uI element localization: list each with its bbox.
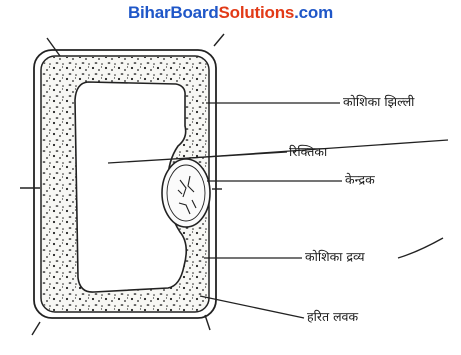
nucleus-shape	[162, 159, 210, 227]
leader-cytoplasm-tail	[398, 238, 443, 258]
label-cell-membrane: कोशिका झिल्ली	[343, 96, 414, 109]
label-cytoplasm: कोशिका द्रव्य	[305, 251, 365, 264]
label-vacuole: रिक्तिका	[289, 146, 327, 159]
label-nucleus: केन्द्रक	[345, 174, 375, 187]
label-chloroplast: हरित लवक	[307, 311, 358, 324]
